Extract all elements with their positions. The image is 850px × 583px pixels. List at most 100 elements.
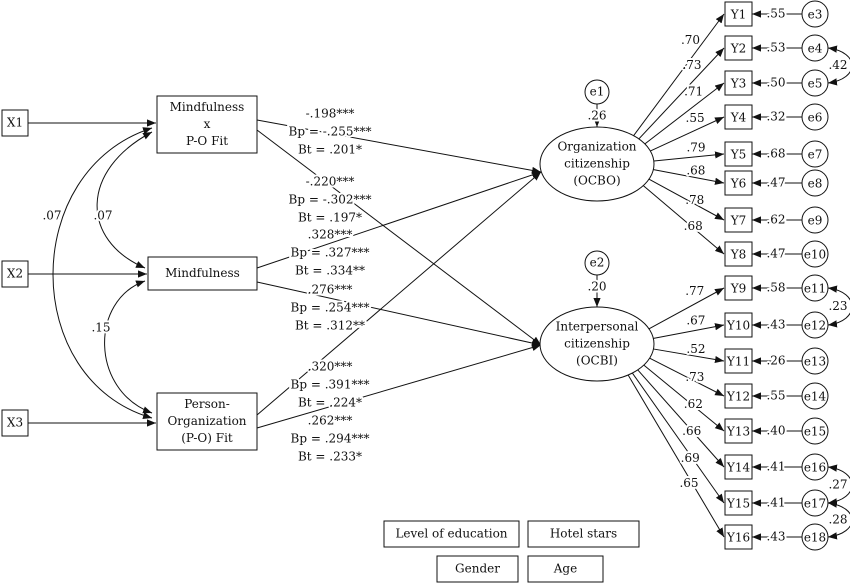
correlation-label: .07 bbox=[42, 209, 61, 223]
loading-arrow-y1 bbox=[632, 13, 725, 137]
factor-loading: .68 bbox=[684, 219, 703, 233]
control-label: Level of education bbox=[395, 527, 507, 541]
correlation-arc-interaction-mind bbox=[96, 131, 153, 269]
control-box-level-of-education bbox=[383, 520, 520, 548]
structural-path-interaction-ocbi bbox=[256, 129, 542, 346]
observed-label: X2 bbox=[7, 267, 23, 281]
error-label: e16 bbox=[804, 461, 826, 475]
indicator-label: Y10 bbox=[726, 319, 750, 333]
latent-label: (OCBI) bbox=[576, 354, 618, 368]
factor-loading: .62 bbox=[684, 397, 703, 411]
r-squared-label: .26 bbox=[587, 109, 606, 123]
structural-path-interaction-ocbo bbox=[256, 119, 542, 174]
factor-loading: .73 bbox=[685, 370, 704, 384]
loading-arrow-y9 bbox=[647, 287, 725, 330]
path-coefficient: Bp = -.302*** bbox=[289, 193, 372, 207]
control-label: Age bbox=[553, 562, 577, 576]
path-coefficient: Bt = .201* bbox=[298, 143, 362, 157]
indicator-box-y15 bbox=[724, 490, 753, 516]
loading-arrow-y7 bbox=[647, 178, 725, 221]
error-circle-e8 bbox=[801, 169, 829, 197]
indicator-box-y12 bbox=[724, 383, 753, 409]
loading-arrow-y6 bbox=[652, 168, 725, 185]
path-coefficient: Bp = .294*** bbox=[291, 432, 370, 446]
error-value: .41 bbox=[766, 496, 785, 510]
error-label: e1 bbox=[590, 85, 605, 99]
error-circle-e12 bbox=[801, 311, 829, 339]
error-value: .41 bbox=[766, 460, 785, 474]
covariance-label: .42 bbox=[828, 58, 847, 72]
indicator-box-y5 bbox=[724, 141, 753, 167]
correlation-label: .15 bbox=[91, 321, 110, 335]
factor-loading: .69 bbox=[681, 451, 700, 465]
covariance-arc-e4-e5 bbox=[827, 45, 850, 86]
path-coefficient: .262*** bbox=[308, 414, 353, 428]
construct-label: Person- bbox=[184, 397, 230, 411]
path-coefficient: Bt = .197* bbox=[298, 211, 362, 225]
construct-label: Organization bbox=[167, 414, 246, 428]
error-circle-e14 bbox=[801, 382, 829, 410]
error-circle-e18 bbox=[801, 523, 829, 551]
factor-loading: .55 bbox=[686, 111, 705, 125]
indicator-label: Y13 bbox=[726, 425, 750, 439]
error-label: e7 bbox=[808, 148, 823, 162]
construct-box-po_fit bbox=[156, 392, 258, 451]
construct-box-mindfulness bbox=[147, 256, 258, 291]
error-circle-e9 bbox=[801, 206, 829, 234]
factor-loading: .67 bbox=[686, 313, 705, 327]
loading-arrow-y3 bbox=[643, 82, 725, 145]
loading-arrow-y10 bbox=[652, 323, 725, 340]
latent-label: (OCBO) bbox=[573, 174, 620, 188]
error-label: e14 bbox=[804, 390, 827, 404]
correlation-arc-mind-po bbox=[104, 280, 153, 414]
error-label: e5 bbox=[808, 77, 823, 91]
error-value: .43 bbox=[766, 318, 785, 332]
error-value: .68 bbox=[766, 147, 785, 161]
path-coefficient: Bt = .334** bbox=[295, 264, 365, 278]
error-label: e15 bbox=[804, 425, 826, 439]
indicator-label: Y5 bbox=[730, 148, 747, 162]
path-coefficient: Bt = .312** bbox=[295, 319, 365, 333]
error-label: e4 bbox=[808, 42, 823, 56]
path-coefficient: Bp = .391*** bbox=[291, 378, 370, 392]
error-label: e2 bbox=[590, 256, 605, 270]
path-coefficient: Bp = .327*** bbox=[291, 246, 370, 260]
construct-label: (P-O) Fit bbox=[181, 431, 233, 445]
structural-path-po_fit-ocbi bbox=[256, 344, 542, 429]
correlation-label: .07 bbox=[93, 209, 112, 223]
error-value: .47 bbox=[766, 176, 785, 190]
indicator-box-y3 bbox=[724, 70, 753, 96]
loading-arrow-y16 bbox=[627, 374, 725, 538]
error-value: .40 bbox=[766, 424, 785, 438]
construct-label: Mindfulness bbox=[170, 100, 245, 114]
error-label: e3 bbox=[808, 8, 823, 22]
r-squared-label: .20 bbox=[587, 280, 606, 294]
error-label: e18 bbox=[804, 531, 826, 545]
factor-loading: .78 bbox=[685, 193, 704, 207]
error-circle-e16 bbox=[801, 453, 829, 481]
indicator-box-y10 bbox=[724, 312, 753, 338]
observed-label: X1 bbox=[7, 116, 23, 130]
indicator-box-y7 bbox=[724, 207, 753, 233]
loading-arrow-y11 bbox=[652, 348, 725, 364]
indicator-box-y16 bbox=[724, 524, 753, 550]
indicator-label: Y6 bbox=[730, 177, 747, 191]
structural-path-mindfulness-ocbo bbox=[256, 171, 542, 269]
construct-label: Mindfulness bbox=[165, 266, 240, 280]
path-coefficient: .320*** bbox=[308, 360, 353, 374]
path-coefficient: Bp = -.255*** bbox=[289, 125, 372, 139]
control-label: Hotel stars bbox=[550, 527, 617, 541]
loading-arrow-y12 bbox=[648, 357, 725, 397]
factor-loading: .77 bbox=[685, 284, 704, 298]
error-value: .58 bbox=[766, 281, 785, 295]
path-coefficient: -.220*** bbox=[306, 175, 355, 189]
error-circle-e7 bbox=[801, 140, 829, 168]
error-label: e10 bbox=[804, 248, 826, 262]
error-circle-e13 bbox=[801, 347, 829, 375]
error-value: .53 bbox=[766, 41, 785, 55]
control-box-hotel-stars bbox=[527, 520, 640, 548]
error-circle-e3 bbox=[801, 0, 829, 28]
construct-label: x bbox=[204, 117, 211, 131]
factor-loading: .68 bbox=[686, 164, 705, 178]
